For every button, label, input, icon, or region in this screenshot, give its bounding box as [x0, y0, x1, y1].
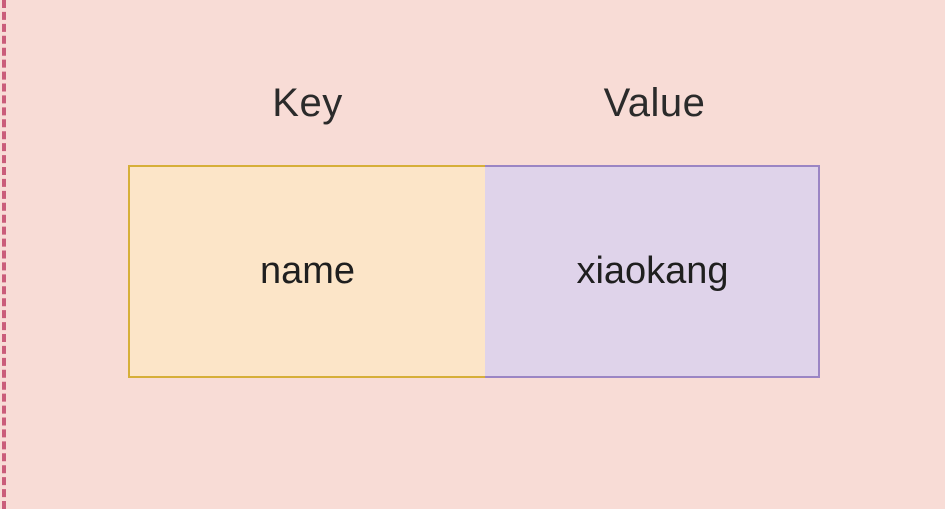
table-cell-key: name — [128, 165, 487, 378]
column-header-value: Value — [603, 81, 706, 125]
value-cell-text: xiaokang — [576, 250, 729, 292]
left-dashed-rule — [2, 0, 6, 509]
column-header-row: Key Value — [128, 72, 822, 134]
key-value-table: name xiaokang — [128, 165, 822, 378]
table-cell-value: xiaokang — [485, 165, 820, 378]
key-cell-text: name — [259, 250, 356, 292]
column-header-key: Key — [272, 81, 343, 125]
